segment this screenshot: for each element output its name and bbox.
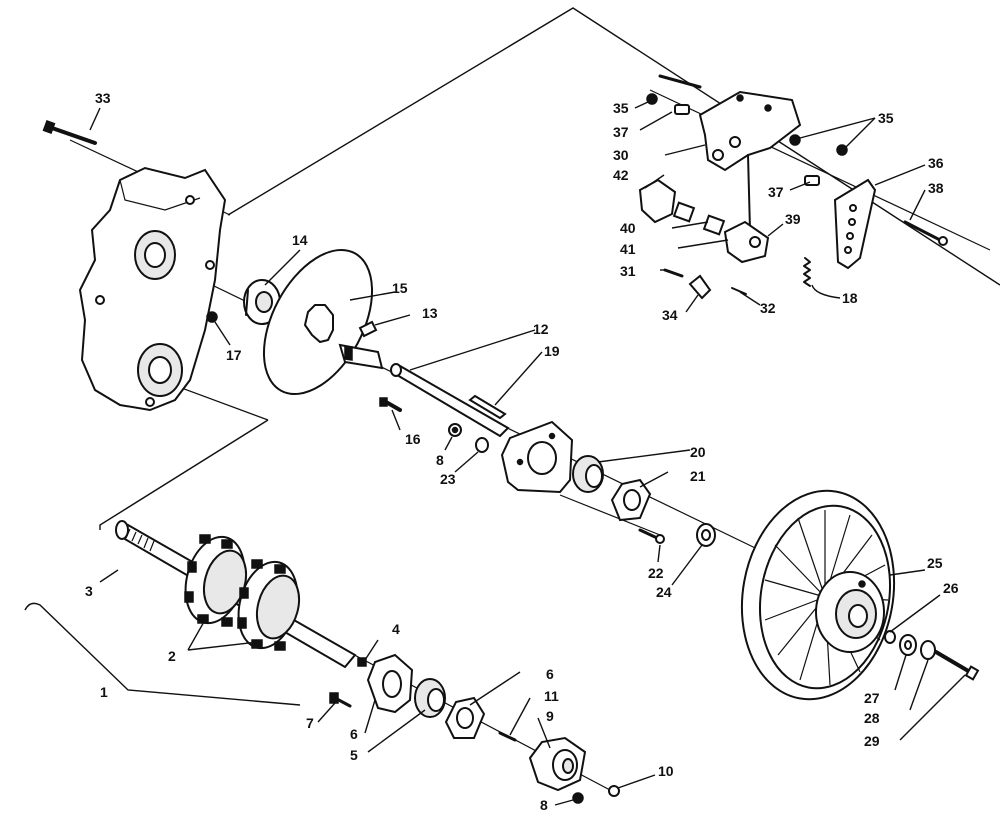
washer-27 [899,634,917,656]
flange-6-right [444,696,486,739]
short-shaft [338,343,384,370]
callout-7: 7 [306,715,314,731]
callout-25: 25 [927,555,943,571]
callout-8-lower: 8 [540,797,548,813]
bolt-33 [42,119,97,145]
callout-2: 2 [168,648,176,664]
bolt-22 [638,528,665,544]
nut-10 [608,785,620,797]
bracket-36 [833,178,877,270]
washer-23 [475,437,489,453]
bearing-5 [414,678,446,718]
callout-10: 10 [658,763,674,779]
bolt-29 [934,650,980,681]
shaft-12 [390,363,510,438]
caliper-42 [638,178,696,224]
callout-26: 26 [943,580,959,596]
clip-34 [688,274,712,300]
pin-32 [731,287,747,295]
callout-3: 3 [85,583,93,599]
callout-31: 31 [620,263,636,279]
callout-15: 15 [392,280,408,296]
sprocket-2-a [184,534,248,627]
callout-11: 11 [544,688,559,704]
callout-40: 40 [620,220,636,236]
callout-29: 29 [864,733,880,749]
callout-leaders [24,101,966,806]
callout-27: 27 [864,690,880,706]
callout-36: 36 [928,155,944,171]
screw-4 [357,657,367,667]
callout-34: 34 [662,307,678,323]
callout-12: 12 [533,321,549,337]
callout-6-right: 6 [546,666,554,682]
callout-24: 24 [656,584,672,600]
callout-4: 4 [392,621,400,637]
pin-top [658,74,702,89]
callout-13: 13 [422,305,438,321]
washer-26 [884,630,896,644]
callout-42: 42 [613,167,629,183]
callout-19: 19 [544,343,560,359]
pin-31 [663,268,684,278]
callout-labels: 33 14 15 13 17 12 19 16 8 23 20 21 22 24… [85,90,959,813]
callout-8-upper: 8 [436,452,444,468]
nut-35-right [789,134,848,156]
callout-30: 30 [613,147,629,163]
pad-40 [702,214,726,236]
callout-33: 33 [95,90,111,106]
callout-23: 23 [440,471,456,487]
callout-5: 5 [350,747,358,763]
bolt-11 [498,731,517,742]
nut-17 [206,311,218,323]
caliper-39 [723,220,770,264]
callout-6-left: 6 [350,726,358,742]
bolt-7 [329,692,352,708]
sprocket-2-b [237,559,301,651]
spacer-37-left [674,104,690,115]
driven-pulley-25 [740,489,896,701]
housing-9 [528,736,587,792]
callout-22: 22 [648,565,664,581]
key-13 [358,320,378,338]
spring-18 [803,257,811,287]
callout-21: 21 [690,468,706,484]
screw-16 [379,397,402,412]
washer-28 [920,640,936,660]
bolt-38 [903,220,948,246]
callout-14: 14 [292,232,308,248]
nut-35-left [646,93,658,105]
flange-21 [610,478,652,522]
nut-8-upper [448,423,462,437]
washer-24 [696,523,716,547]
callout-16: 16 [405,431,421,447]
flange-6-left [366,653,414,714]
mounting-plate [500,420,574,494]
gear-case-housing [78,166,227,412]
callout-28: 28 [864,710,880,726]
nut-8-lower [572,792,584,804]
callout-9: 9 [546,708,554,724]
callout-41: 41 [620,241,636,257]
caliper-bracket-30 [698,90,802,231]
callout-20: 20 [690,444,706,460]
callout-37-right: 37 [768,184,784,200]
callout-39: 39 [785,211,801,227]
callout-35-right: 35 [878,110,894,126]
callout-37-left: 37 [613,124,629,140]
bearing-20 [572,455,604,493]
callout-17: 17 [226,347,242,363]
callout-18: 18 [842,290,858,306]
pin-19 [468,394,507,420]
callout-38: 38 [928,180,944,196]
bearing-14 [243,279,281,325]
callout-1: 1 [100,684,108,700]
callout-32: 32 [760,300,776,316]
callout-35-left: 35 [613,100,629,116]
